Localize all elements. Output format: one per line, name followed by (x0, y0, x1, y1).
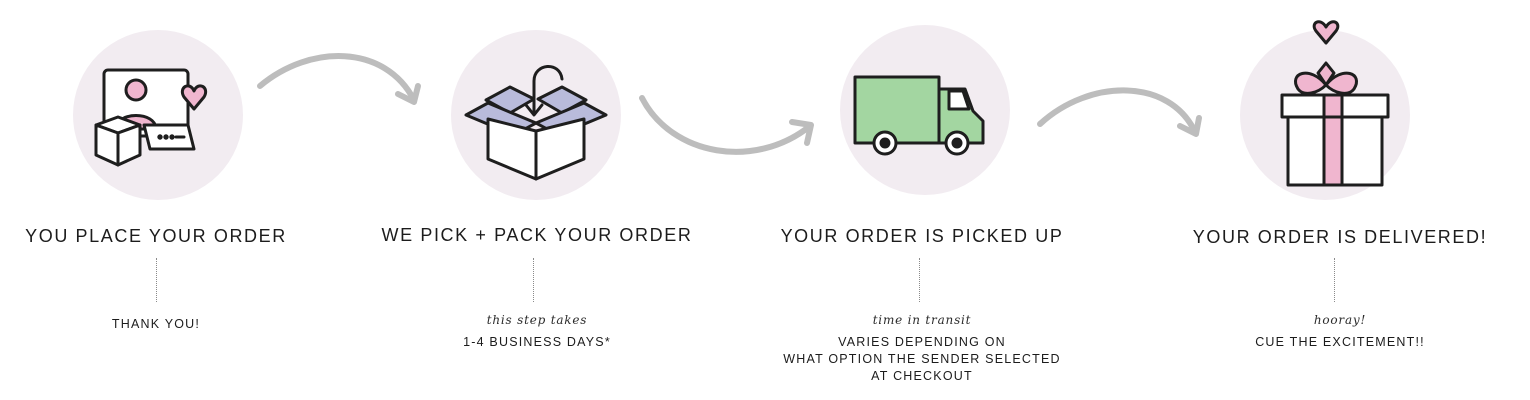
step-subtitle: this step takes (486, 313, 588, 327)
gift-heart-icon (1280, 20, 1390, 187)
step-delivered: YOUR ORDER IS DELIVERED! hooray! CUE THE… (1150, 0, 1530, 400)
step-title: YOUR ORDER IS PICKED UP (780, 226, 1064, 246)
delivery-truck-icon (853, 75, 985, 156)
dotted-divider (156, 258, 157, 302)
step-title: YOU PLACE YOUR ORDER (25, 226, 287, 246)
step-detail-line: WHAT OPTION THE SENDER SELECTED (783, 352, 1061, 366)
person-computer-heart-icon (94, 68, 208, 167)
step-title: YOUR ORDER IS DELIVERED! (1192, 227, 1488, 247)
step-pick-pack: WE PICK + PACK YOUR ORDER this step take… (347, 0, 727, 400)
step-place-order: YOU PLACE YOUR ORDER THANK YOU! (0, 0, 346, 400)
step-subtitle: hooray! (1313, 313, 1367, 327)
step-subtitle: time in transit (872, 313, 972, 327)
step-detail-line: 1-4 BUSINESS DAYS* (463, 335, 611, 349)
dotted-divider (1334, 258, 1335, 302)
step-detail-line: VARIES DEPENDING ON (838, 335, 1006, 349)
step-detail-line: THANK YOU! (111, 317, 201, 331)
step-detail: CUE THE EXCITEMENT!! (1150, 334, 1530, 351)
dotted-divider (533, 258, 534, 302)
dotted-divider (919, 258, 920, 302)
open-box-icon (464, 65, 608, 181)
step-detail: VARIES DEPENDING ON WHAT OPTION THE SEND… (732, 334, 1112, 385)
step-detail: 1-4 BUSINESS DAYS* (347, 334, 727, 351)
step-detail: THANK YOU! (0, 316, 346, 333)
step-title: WE PICK + PACK YOUR ORDER (381, 225, 693, 245)
step-picked-up: YOUR ORDER IS PICKED UP time in transit … (732, 0, 1112, 400)
step-detail-line: CUE THE EXCITEMENT!! (1255, 335, 1425, 349)
step-detail-line: AT CHECKOUT (871, 369, 973, 383)
